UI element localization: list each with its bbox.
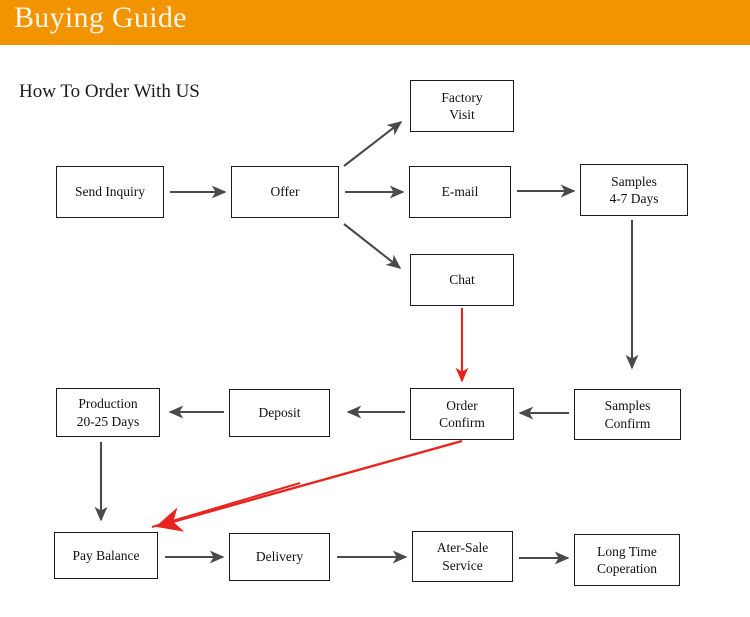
flow-node-label: Deposit [258,405,301,421]
flow-node-label: Long Time Coperation [597,543,657,576]
section-heading: How To Order With US [19,81,200,102]
flow-node-label: Order Confirm [439,397,485,430]
arrow-order-confirm-to-pay-balance-highlight-tail [151,482,301,528]
flow-node-production[interactable]: Production 20-25 Days [56,388,160,437]
flow-node-label: Chat [449,272,475,288]
page-title: Buying Guide [14,1,187,34]
flow-node-pay-balance[interactable]: Pay Balance [54,532,158,579]
flow-node-deposit[interactable]: Deposit [229,389,330,437]
arrow-offer-to-factory-visit [343,121,403,167]
page-header-bar: Buying Guide [0,0,750,45]
arrow-order-confirm-to-pay-balance-highlight [155,439,463,532]
flow-node-order-confirm[interactable]: Order Confirm [410,388,514,440]
flow-node-label: Pay Balance [72,547,140,563]
flow-node-chat[interactable]: Chat [410,254,514,306]
flow-node-label: Samples Confirm [604,398,651,431]
flow-node-long-time-coperation[interactable]: Long Time Coperation [574,534,680,586]
flow-node-offer[interactable]: Offer [231,166,339,218]
flow-node-label: Offer [270,184,300,200]
arrow-offer-to-chat [343,223,402,269]
flow-node-label: Ater-Sale Service [436,540,489,573]
flow-node-label: Factory Visit [441,89,483,122]
flow-node-label: E-mail [441,184,479,200]
flow-node-samples-days[interactable]: Samples 4-7 Days [580,164,688,216]
flow-node-label: Production 20-25 Days [76,396,140,429]
flow-node-factory-visit[interactable]: Factory Visit [410,80,514,132]
flow-node-after-sale-service[interactable]: Ater-Sale Service [412,531,513,582]
flow-node-label: Samples 4-7 Days [609,173,659,206]
flow-node-email[interactable]: E-mail [409,166,511,218]
flow-node-samples-confirm[interactable]: Samples Confirm [574,389,681,440]
flow-node-send-inquiry[interactable]: Send Inquiry [56,166,164,218]
flow-node-label: Delivery [255,549,304,565]
flow-node-delivery[interactable]: Delivery [229,533,330,581]
flow-node-label: Send Inquiry [74,184,146,200]
